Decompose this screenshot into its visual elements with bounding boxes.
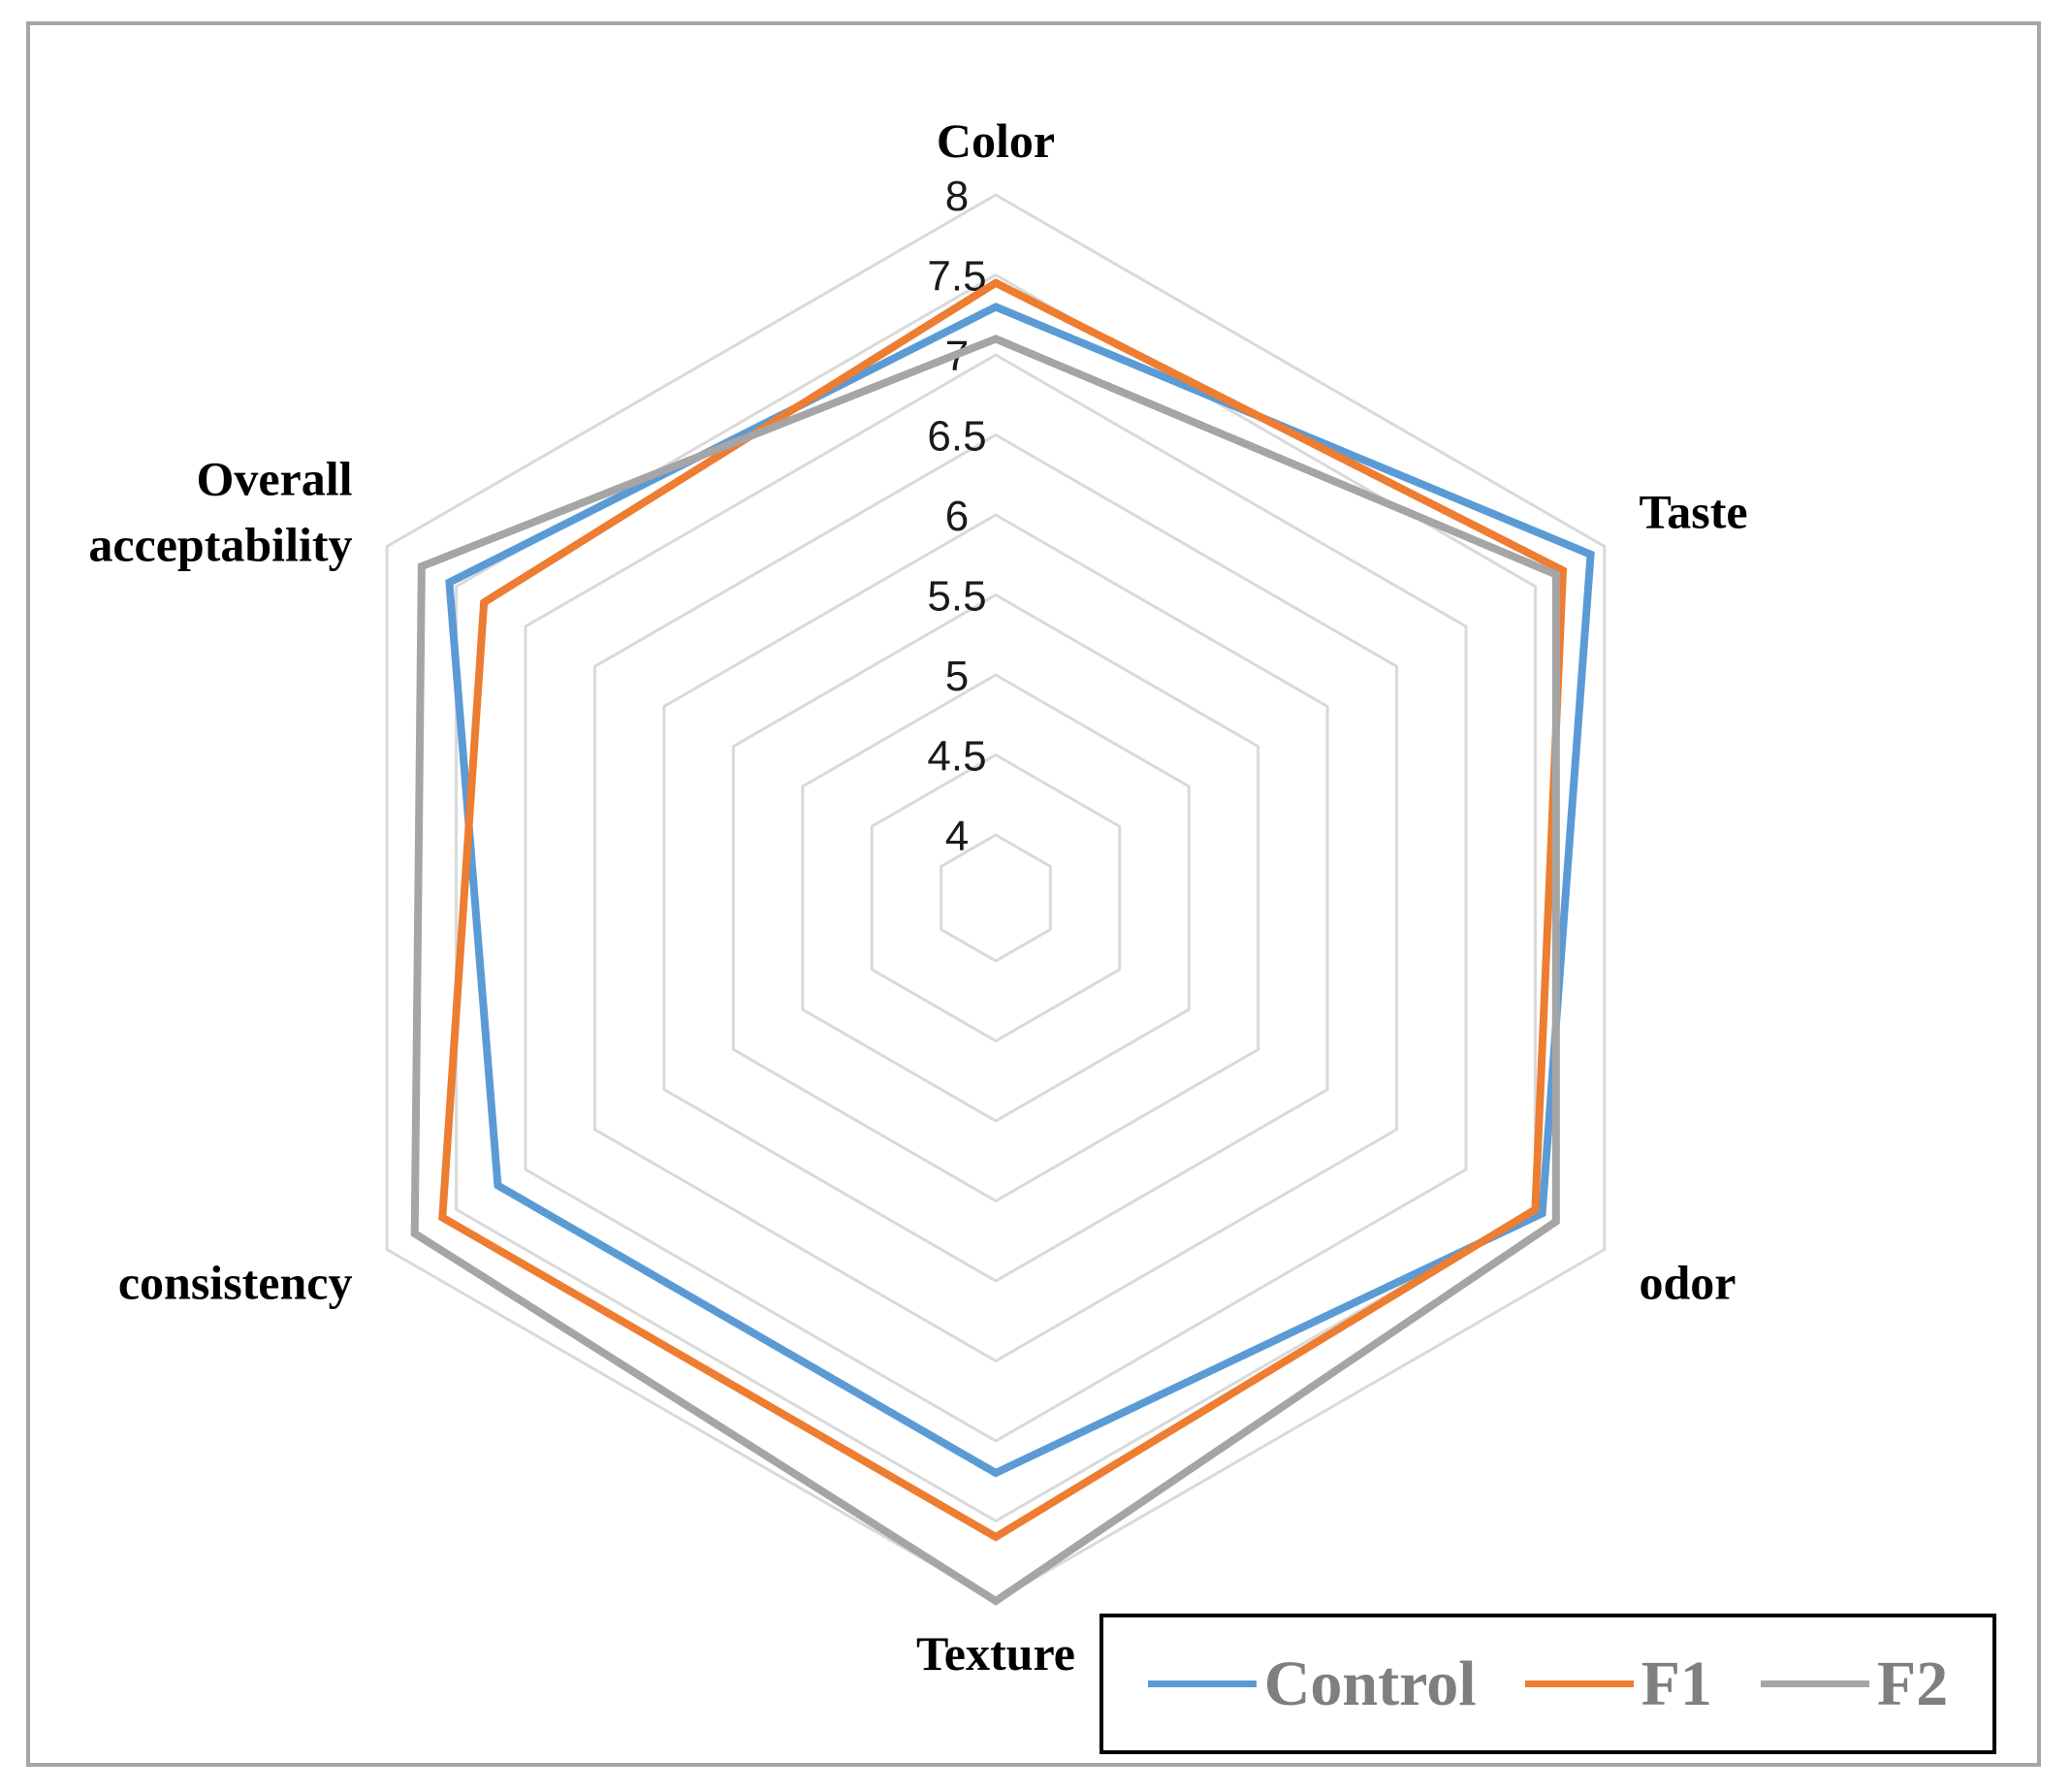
tick-label-6: 6	[945, 493, 969, 540]
tick-label-6-5: 6.5	[927, 413, 986, 461]
grid-ring-7	[524, 353, 1468, 1443]
grid-ring-7-5	[455, 272, 1537, 1523]
grid-ring-4-5	[870, 752, 1122, 1043]
axis-label-taste: Taste	[1639, 485, 1747, 539]
series-line-f2	[410, 335, 1560, 1606]
radar-chart: 44.555.566.577.58 ColorTasteodorTexturec…	[88, 113, 1747, 1680]
radial-tick-labels: 44.555.566.577.58	[927, 173, 986, 860]
legend-entry-f1: F1	[1524, 1648, 1712, 1719]
grid-ring-8	[385, 193, 1607, 1603]
grid-ring-6-5	[592, 432, 1399, 1363]
radar-grid	[385, 193, 1607, 1603]
tick-label-4-5: 4.5	[927, 733, 986, 781]
legend-label-control: Control	[1263, 1648, 1477, 1719]
series-layer	[410, 278, 1595, 1606]
tick-label-4: 4	[945, 813, 969, 860]
legend-swatch-f2	[1760, 1680, 1869, 1687]
grid-ring-6	[662, 513, 1329, 1283]
legend-swatch-f1	[1524, 1680, 1634, 1687]
legend-entry-control: Control	[1147, 1648, 1477, 1719]
grid-ring-4	[940, 833, 1052, 963]
tick-label-5: 5	[945, 653, 969, 700]
axis-label-color: Color	[937, 113, 1055, 168]
legend-entry-f2: F2	[1760, 1648, 1949, 1719]
series-line-control	[445, 303, 1595, 1478]
axis-label-texture: Texture	[916, 1626, 1075, 1680]
tick-label-5-5: 5.5	[927, 573, 986, 621]
grid-ring-5-5	[731, 592, 1260, 1203]
legend-label-f2: F2	[1876, 1648, 1949, 1719]
tick-label-8: 8	[945, 173, 969, 220]
axis-label-consistency: consistency	[118, 1256, 353, 1310]
series-line-f1	[438, 278, 1568, 1542]
grid-ring-5	[801, 673, 1191, 1123]
legend-label-f1: F1	[1641, 1648, 1712, 1719]
legend-swatch-control	[1147, 1680, 1257, 1687]
legend: Control F1 F2	[1099, 1614, 1996, 1754]
axis-label-odor: odor	[1639, 1256, 1736, 1310]
